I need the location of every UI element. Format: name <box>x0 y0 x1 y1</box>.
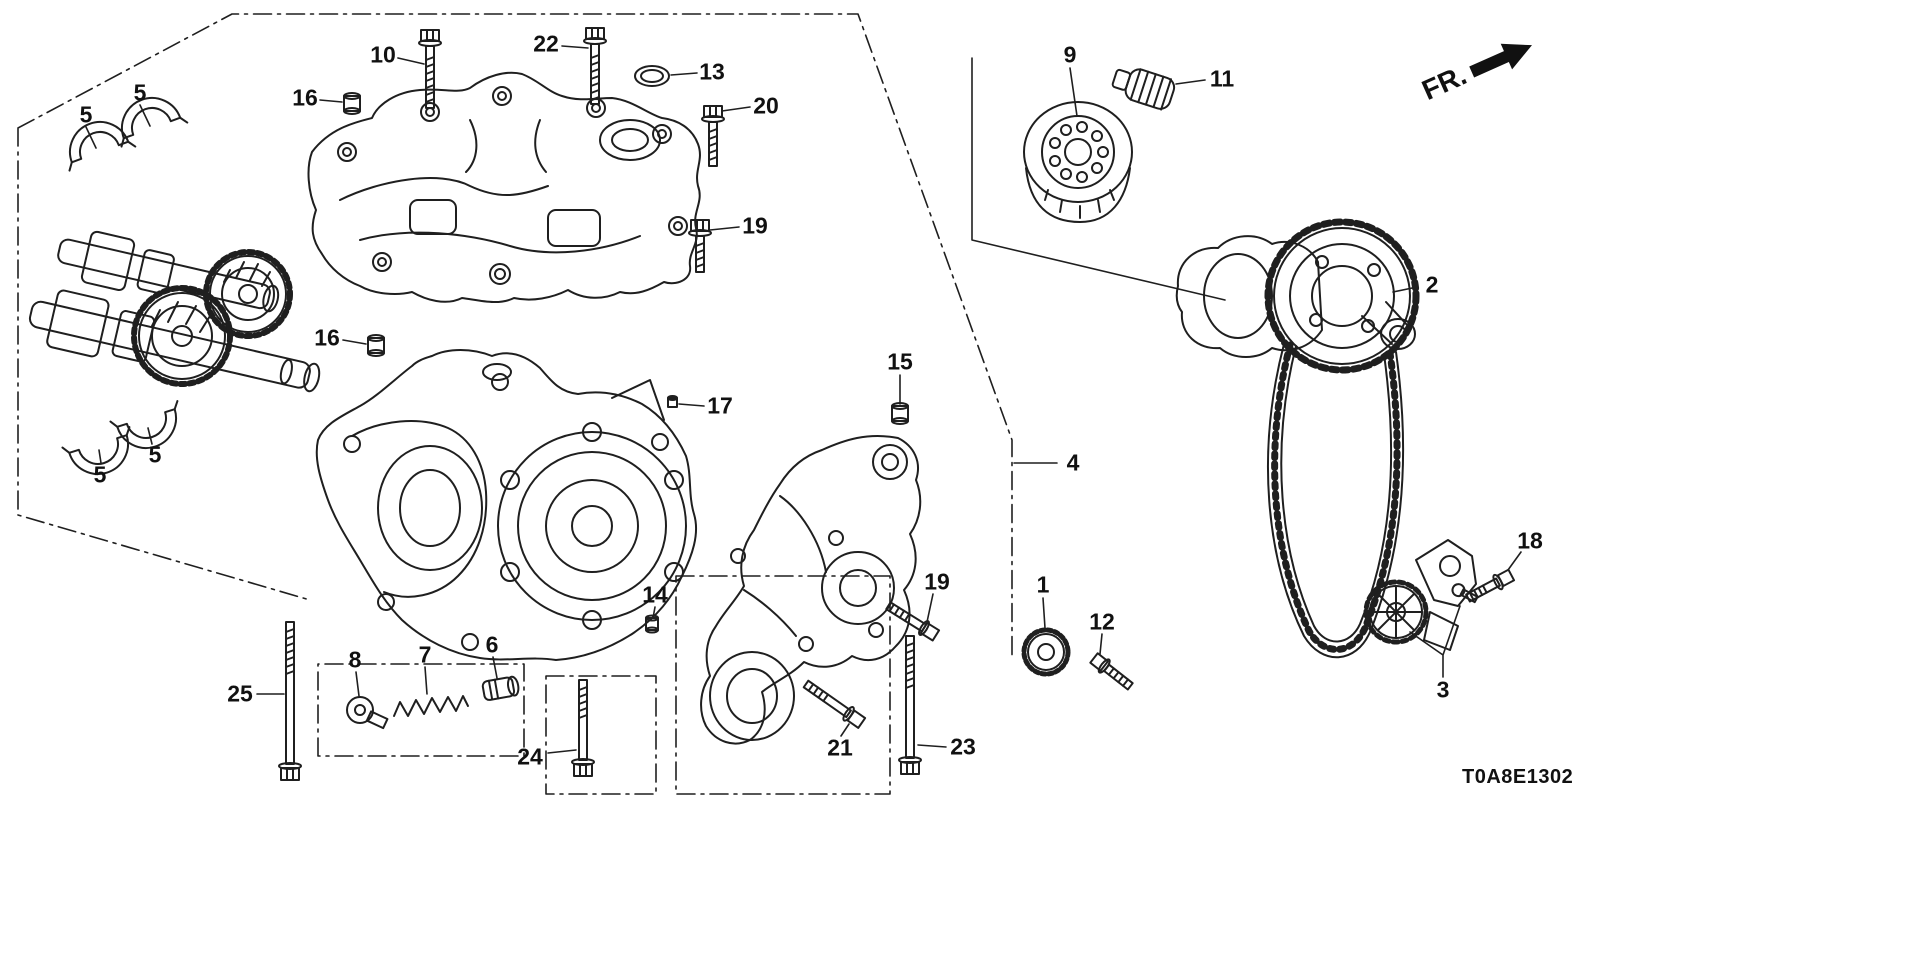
callout-19: 19 <box>924 568 950 595</box>
balancer-housing-drawing <box>307 71 701 304</box>
bolt-12-drawing <box>1089 652 1134 691</box>
chain-case-plate-drawing <box>700 434 922 745</box>
callout-3-bracket <box>1409 605 1461 678</box>
callout-12: 12 <box>1089 608 1115 635</box>
dowel-16a-drawing <box>343 92 361 115</box>
callout-1: 1 <box>1036 571 1050 598</box>
callout-10: 10 <box>370 41 396 68</box>
callout-11: 11 <box>1209 65 1235 92</box>
filter-group-border <box>971 57 1226 301</box>
callout-23: 23 <box>950 733 976 760</box>
bolt-20-drawing <box>701 105 725 167</box>
callout-20: 20 <box>753 92 779 119</box>
callout-21: 21 <box>827 734 853 761</box>
fr-label: FR. <box>1417 59 1471 106</box>
callout-13: 13 <box>699 58 725 85</box>
bolt-24-drawing <box>571 679 595 777</box>
balance-shaft-front-gear-drawing <box>131 285 233 387</box>
oil-filter-drawing <box>1023 101 1133 223</box>
callout-19: 19 <box>742 212 768 239</box>
bolt-19b-drawing <box>885 601 941 642</box>
callout-14: 14 <box>642 581 668 608</box>
seal-washer-13-drawing <box>634 65 670 87</box>
bolt-25-drawing <box>278 621 302 781</box>
dowel-14-drawing <box>645 614 659 634</box>
bolt-10-drawing <box>418 29 442 109</box>
dowel-16b-drawing <box>367 334 385 357</box>
dowel-17-drawing <box>667 395 678 408</box>
callout-18: 18 <box>1517 527 1543 554</box>
callout-24: 24 <box>517 743 543 770</box>
chain-tensioner-drawing <box>1363 539 1479 651</box>
bolt-21-drawing <box>802 679 867 729</box>
bolt-18-drawing <box>1465 568 1516 603</box>
oil-pump-case-drawing <box>315 349 698 661</box>
fr-direction-arrow-icon: FR. <box>1417 43 1532 106</box>
callout-5: 5 <box>79 101 93 128</box>
callout-9: 9 <box>1063 41 1077 68</box>
callout-25: 25 <box>227 680 253 707</box>
callout-5: 5 <box>93 461 107 488</box>
leader-lines <box>85 45 1522 754</box>
bolt-8-drawing <box>346 696 389 730</box>
bearing-half-drawing <box>107 86 189 148</box>
bolt-19a-drawing <box>688 219 712 273</box>
dowel-15-drawing <box>891 402 909 425</box>
callout-22: 22 <box>533 30 559 57</box>
bolt-22-drawing <box>583 27 607 105</box>
balancer-sprocket-drawing <box>1175 218 1420 374</box>
callout-7: 7 <box>418 641 432 668</box>
phantom-boundary-lines <box>17 13 1013 795</box>
callout-16: 16 <box>292 84 318 111</box>
filter-joint-drawing <box>1111 68 1176 111</box>
callout-16: 16 <box>314 324 340 351</box>
callout-3: 3 <box>1436 676 1450 703</box>
diagram-code: T0A8E1302 <box>1462 766 1574 788</box>
callout-5: 5 <box>133 79 147 106</box>
dowel-pin-6-drawing <box>481 675 520 701</box>
bolt-23-drawing <box>898 635 922 775</box>
callout-6: 6 <box>485 631 499 658</box>
timing-chain-drawing <box>1266 341 1404 659</box>
callout-5: 5 <box>148 441 162 468</box>
callout-8: 8 <box>348 646 362 673</box>
callout-17: 17 <box>707 392 733 419</box>
callout-4: 4 <box>1066 449 1080 476</box>
spring-7-drawing <box>393 695 469 717</box>
pump-driven-gear-drawing <box>1021 627 1071 677</box>
balance-shaft-front-drawing <box>28 289 321 393</box>
callout-15: 15 <box>887 348 913 375</box>
callout-2: 2 <box>1425 271 1439 298</box>
